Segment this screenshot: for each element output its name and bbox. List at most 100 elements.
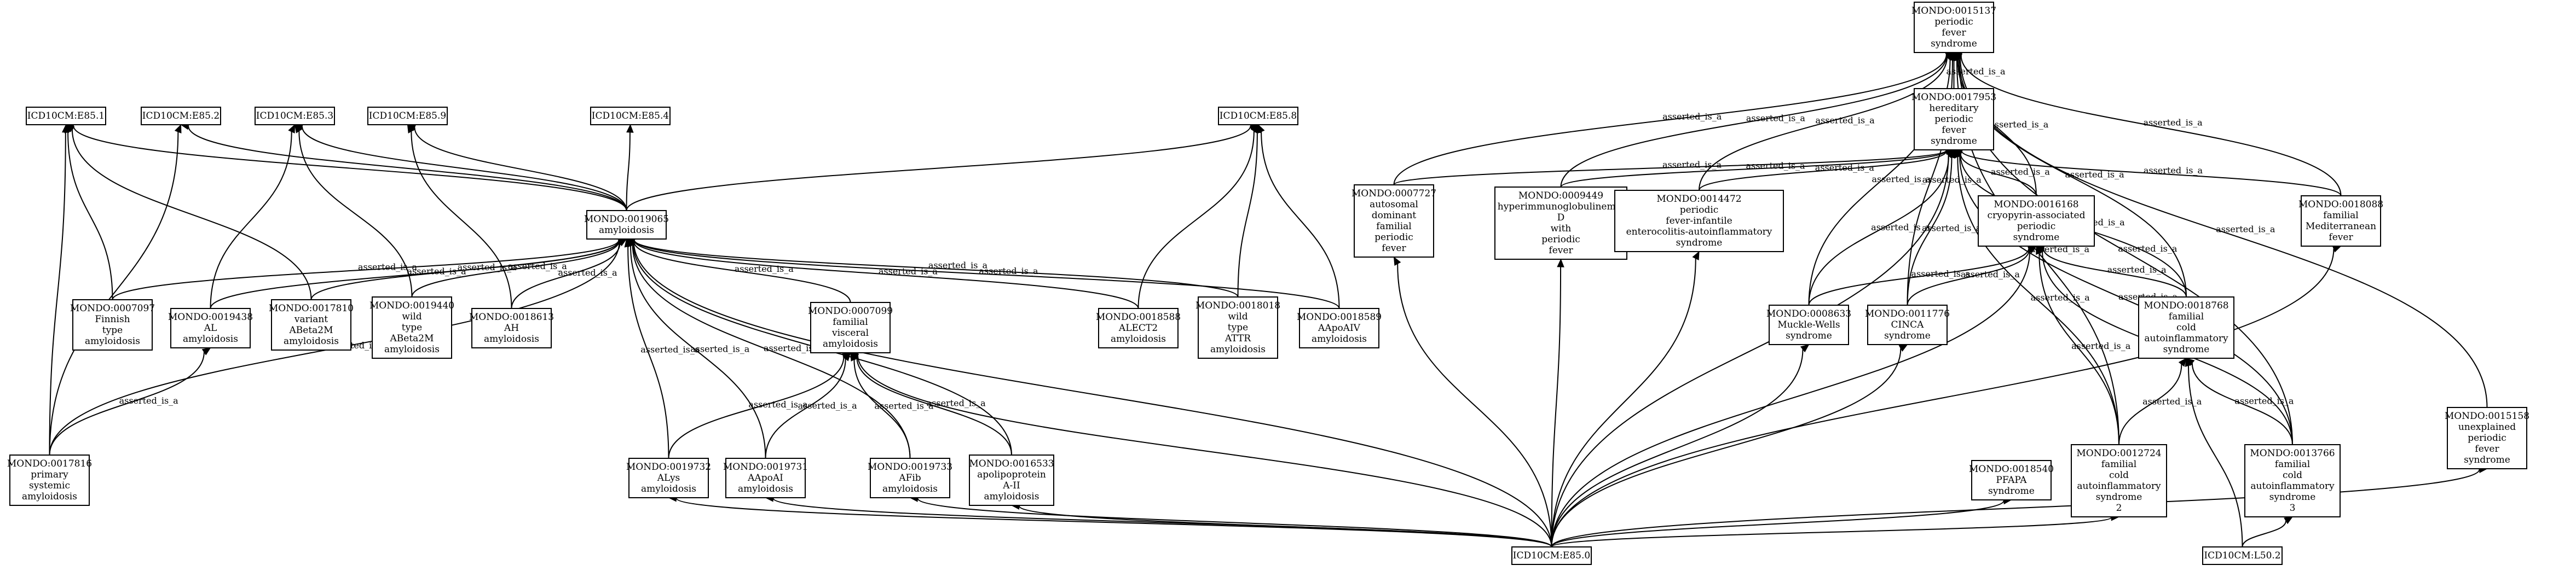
edge-mondo-0018018-to-mondo-0019065: asserted_is_a <box>626 236 1239 298</box>
edge-mondo-0018613-to-icd10cm-e85-9 <box>407 124 512 309</box>
edge-line <box>1551 500 2005 547</box>
edge-mondo-0019065-to-icd10cm-e85-3 <box>294 123 627 211</box>
node-box <box>1511 546 1592 565</box>
edge-arrowhead <box>2185 357 2192 367</box>
node-id-label: ICD10CM:E85.8 <box>1220 110 1297 121</box>
node-name-label: type <box>1228 322 1248 333</box>
node-name-label: syndrome <box>1988 486 2035 497</box>
node-name-label: syndrome <box>2013 232 2060 243</box>
edge-label: asserted_is_a <box>119 395 179 406</box>
edge-arrowhead <box>65 124 75 132</box>
node-name-label: syndrome <box>1676 237 1723 248</box>
node-id-label: MONDO:0008633 <box>1766 308 1851 319</box>
edge-label: asserted_is_a <box>558 267 617 278</box>
node-name-label: syndrome <box>1931 136 1977 147</box>
node-name-label: periodic <box>2468 433 2506 444</box>
node-name-label: AFib <box>898 473 921 483</box>
node-mondo-0018768: MONDO:0018768familialcoldautoinflammator… <box>2138 296 2234 359</box>
edge-label: asserted_is_a <box>1815 162 1875 173</box>
node-id-label: MONDO:0007097 <box>70 303 155 314</box>
edge-icd10cm-e85-0-to-mondo-0009449 <box>1551 258 1564 547</box>
edge-label: asserted_is_a <box>1746 113 1806 123</box>
node-name-label: familial <box>2169 311 2204 322</box>
node-id-label: MONDO:0018613 <box>469 312 554 323</box>
node-name-label: variant <box>294 314 328 325</box>
edge-line <box>626 132 631 211</box>
node-id-label: MONDO:0019733 <box>868 462 952 473</box>
node-id-label: MONDO:0012724 <box>2076 448 2161 459</box>
edge-line <box>298 131 413 298</box>
node-box <box>271 299 351 351</box>
edge-mondo-0017816-to-icd10cm-e85-2 <box>49 124 182 456</box>
node-name-label: amyloidosis <box>641 483 696 494</box>
node-name-label: fever <box>1942 27 1966 38</box>
edge-line <box>633 240 1139 309</box>
node-box <box>2138 296 2234 359</box>
node-box <box>1614 190 1784 252</box>
node-box <box>2071 444 2167 517</box>
edge-icd10cm-e85-0-to-mondo-0011776 <box>1551 344 1908 547</box>
edge-arrowhead <box>1692 250 1700 260</box>
node-id-label: ICD10CM:E85.2 <box>142 110 220 121</box>
node-box <box>810 302 891 353</box>
node-box <box>471 308 552 348</box>
edge-icd10cm-e85-0-to-mondo-0008633 <box>1551 344 1810 547</box>
edge-line <box>112 240 620 300</box>
node-name-label: 3 <box>2290 503 2296 514</box>
edge-label: asserted_is_a <box>2216 224 2275 234</box>
node-name-label: cold <box>2283 470 2302 481</box>
edge-line <box>1551 266 1562 547</box>
node-box <box>969 455 1054 506</box>
node-id-label: MONDO:0016533 <box>969 458 1054 469</box>
edge-layer: asserted_is_aasserted_is_aasserted_is_aa… <box>49 50 2488 547</box>
node-box <box>1867 305 1948 345</box>
edge-line <box>632 243 911 459</box>
node-id-label: MONDO:0007099 <box>808 306 893 317</box>
edge-line <box>511 243 621 309</box>
edge-line <box>1551 248 2335 547</box>
edge-label: asserted_is_a <box>458 262 517 272</box>
edge-arrowhead <box>2178 357 2187 367</box>
edge-line <box>411 241 620 298</box>
node-name-label: Finnish <box>95 314 130 325</box>
node-box <box>9 455 90 506</box>
node-id-label: MONDO:0018540 <box>1969 464 2054 475</box>
edge-label: asserted_is_a <box>979 266 1038 276</box>
edge-line <box>1560 55 1948 188</box>
edge-arrowhead <box>62 124 70 133</box>
edge-label: asserted_is_a <box>1662 159 1722 170</box>
node-id-label: MONDO:0009449 <box>1518 190 1603 201</box>
edge-line <box>857 354 1552 547</box>
edge-line <box>73 125 627 211</box>
node-id-label: MONDO:0014472 <box>1656 194 1741 205</box>
node-name-label: syndrome <box>1884 330 1931 341</box>
node-box <box>2447 407 2527 469</box>
edge-line <box>2242 521 2286 547</box>
node-box <box>255 107 335 125</box>
node-icd10cm-e85-4: ICD10CM:E85.4 <box>590 107 671 125</box>
node-name-label: familial <box>2101 459 2136 470</box>
node-name-label: ATTR <box>1225 333 1251 344</box>
edge-line <box>1960 153 2037 196</box>
edge-label: asserted_is_a <box>2144 117 2203 127</box>
node-box <box>26 107 106 125</box>
edge-arrowhead <box>2284 516 2294 525</box>
edge-label: asserted_is_a <box>1922 174 1982 185</box>
node-id-label: MONDO:0011776 <box>1865 308 1950 319</box>
edge-arrowhead <box>1800 344 1810 353</box>
node-name-label: amyloidosis <box>284 336 339 347</box>
node-name-label: periodic <box>1934 16 1973 27</box>
edge-line <box>310 240 620 300</box>
node-id-label: ICD10CM:E85.3 <box>256 110 333 121</box>
node-name-label: type <box>102 325 123 336</box>
